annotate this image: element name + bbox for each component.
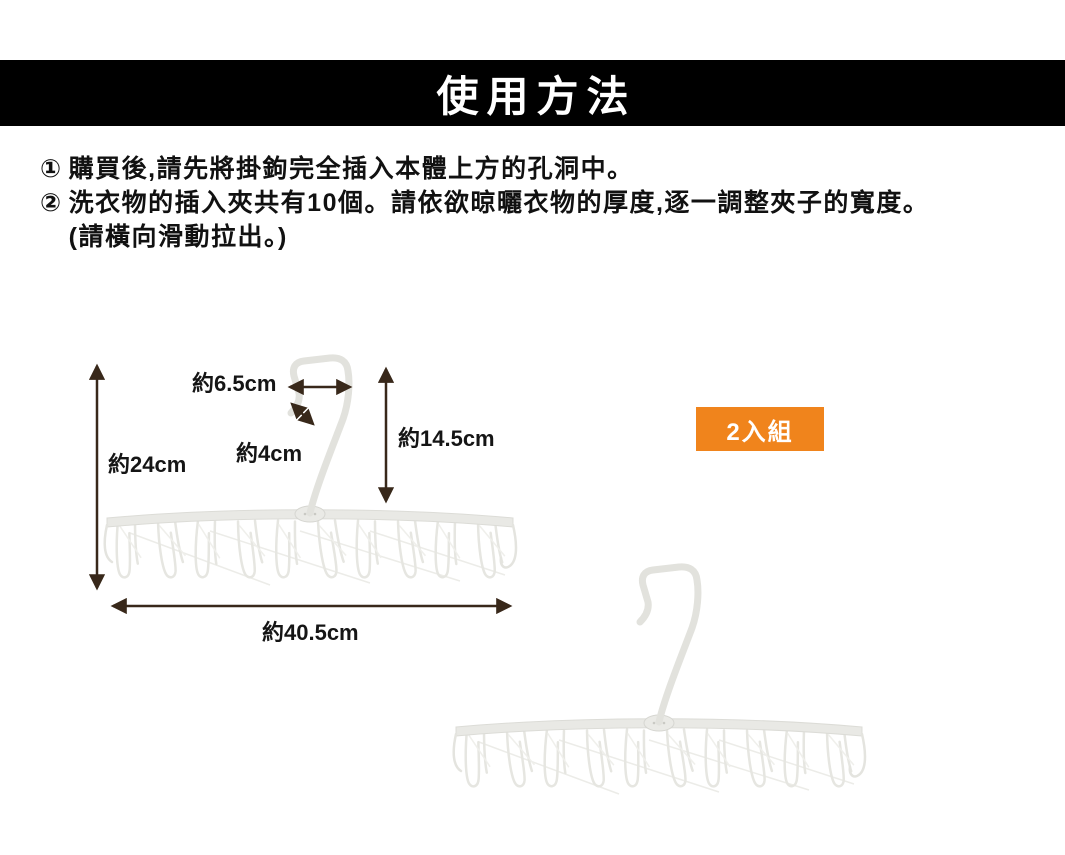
instruction-2-text-line2: (請橫向滑動拉出。) xyxy=(68,223,288,251)
pack-count-badge: 2入組 xyxy=(696,407,824,451)
instruction-2-text: 洗衣物的插入夾共有10個。請依欲晾曬衣物的厚度,逐一調整夾子的寬度。 (請橫向滑… xyxy=(69,186,930,254)
dimension-label-hook-gap: 約4cm xyxy=(236,441,303,466)
instruction-2-number: ② xyxy=(40,189,63,217)
instruction-2: ② 洗衣物的插入夾共有10個。請依欲晾曬衣物的厚度,逐一調整夾子的寬度。 (請橫… xyxy=(40,186,1040,254)
dimension-label-total-width: 約40.5cm xyxy=(262,620,359,645)
dimension-label-hook-width: 約6.5cm xyxy=(192,371,277,396)
hanger-illustration-2 xyxy=(454,567,865,794)
instruction-2-text-line1: 洗衣物的插入夾共有10個。請依欲晾曬衣物的厚度,逐一調整夾子的寬度。 xyxy=(68,189,930,217)
instructions: ① 購買後,請先將掛鉤完全插入本體上方的孔洞中。 ② 洗衣物的插入夾共有10個。… xyxy=(40,152,1040,254)
instruction-1-text: 購買後,請先將掛鉤完全插入本體上方的孔洞中。 xyxy=(68,155,634,183)
instruction-1-number: ① xyxy=(40,155,63,183)
instruction-1: ① 購買後,請先將掛鉤完全插入本體上方的孔洞中。 xyxy=(40,152,1040,186)
page-title: 使用方法 xyxy=(436,72,637,120)
header-bar: 使用方法 xyxy=(0,60,1065,126)
dimension-label-total-height: 約24cm xyxy=(108,452,187,477)
arrow-hook-gap xyxy=(290,402,315,426)
dimension-label-hook-height: 約14.5cm xyxy=(398,426,495,451)
dimension-arrows xyxy=(88,363,513,615)
